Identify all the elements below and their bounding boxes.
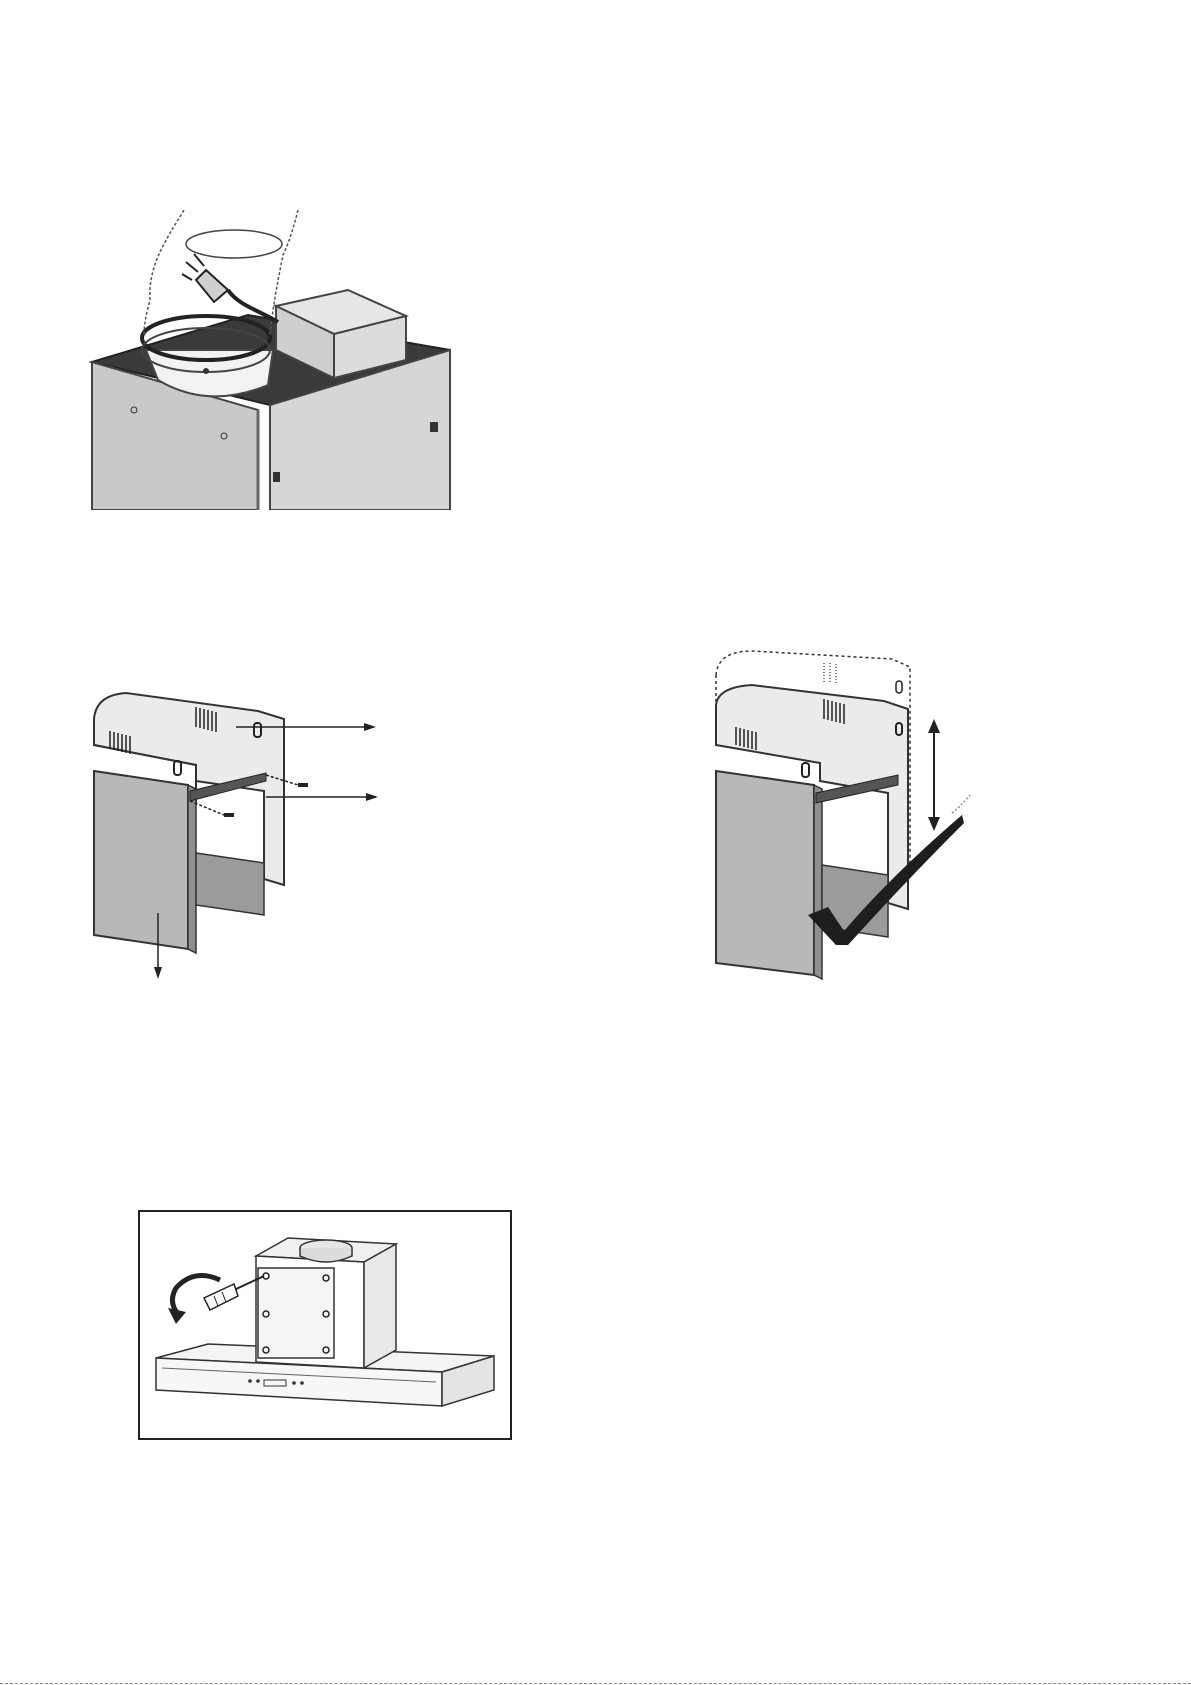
range-hood-blower-unscrew-icon: [138, 1210, 512, 1440]
chimney-assembly-with-screws-icon: [86, 685, 396, 985]
adjustable-chimney-height-check-icon: [712, 645, 982, 980]
figure-chimney-height-adjust: [712, 645, 982, 980]
figure-hood-blower: [138, 1210, 512, 1440]
figure-chimney-assembly: [86, 685, 396, 985]
duct-and-power-plug-on-chimney-icon: [88, 210, 454, 510]
page-bottom-rule: [0, 1683, 1191, 1684]
figure-duct-connection: [88, 210, 454, 510]
